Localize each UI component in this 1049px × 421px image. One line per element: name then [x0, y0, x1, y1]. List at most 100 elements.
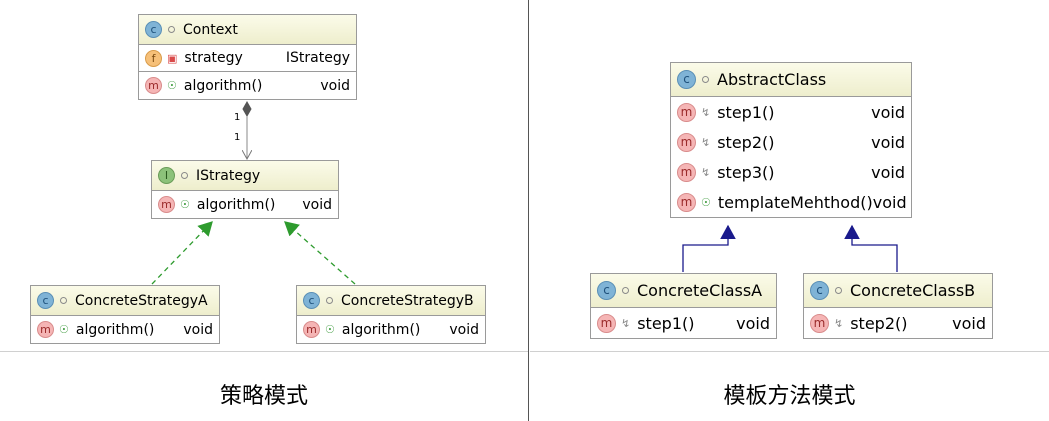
method-type: void: [183, 321, 213, 338]
field-row: f ▣ strategy IStrategy: [139, 45, 356, 72]
template-method-pattern-panel: c AbstractClass m ↯ step1() void m ↯ ste…: [530, 0, 1049, 421]
c-class-icon: c: [677, 70, 696, 89]
interface-name: IStrategy: [196, 167, 261, 184]
method-name: algorithm(): [341, 321, 421, 338]
template-method-caption: 模板方法模式: [723, 384, 856, 409]
visibility-dot-icon: [702, 76, 709, 83]
method-name: algorithm(): [183, 77, 263, 94]
method-name: step3(): [717, 162, 775, 182]
class-name: ConcreteStrategyB: [341, 292, 474, 309]
realization-arrow-b: [284, 221, 356, 285]
strategy-caption: 策略模式: [219, 384, 308, 409]
method-type: void: [871, 162, 905, 182]
method-row: m ☉ algorithm() void: [139, 72, 356, 99]
grey-key-icon: ↯: [701, 165, 711, 179]
visibility-dot-icon: [622, 287, 629, 294]
green-unlock-icon: ☉: [167, 79, 177, 92]
method-type: void: [449, 321, 479, 338]
istrategy-header: I IStrategy: [152, 161, 338, 191]
method-name: algorithm(): [196, 196, 276, 213]
class-name: Context: [183, 21, 238, 38]
m-method-icon: m: [810, 313, 829, 333]
method-type: void: [952, 313, 986, 333]
grey-key-icon: ↯: [834, 316, 844, 330]
grey-key-icon: ↯: [701, 105, 711, 119]
method-name: templateMehthod(): [717, 192, 873, 212]
inheritance-arrow-a: [682, 224, 736, 272]
concrete-class-a-box[interactable]: c ConcreteClassA m ↯ step1() void: [590, 273, 777, 339]
template-connectors: [682, 224, 898, 272]
class-name: ConcreteStrategyA: [75, 292, 208, 309]
visibility-dot-icon: [835, 287, 842, 294]
i-interface-icon: I: [158, 167, 175, 184]
method-name: step1(): [717, 102, 775, 122]
c-class-icon: c: [597, 281, 616, 300]
concrete-strategy-b-box[interactable]: c ConcreteStrategyB m ☉ algorithm() void: [296, 285, 486, 344]
method-row: m ↯ step2() void: [804, 308, 992, 338]
visibility-dot-icon: [181, 172, 188, 179]
method-row: m ↯ step1() void: [591, 308, 776, 338]
green-unlock-icon: ☉: [180, 198, 190, 211]
m-method-icon: m: [37, 321, 54, 338]
method-name: step2(): [717, 132, 775, 152]
m-method-icon: m: [677, 162, 696, 182]
context-class-box[interactable]: c Context f ▣ strategy IStrategy m ☉ alg…: [138, 14, 357, 100]
caption-divider: [0, 351, 528, 352]
c-class-icon: c: [810, 281, 829, 300]
visibility-dot-icon: [326, 297, 333, 304]
method-row: m ↯ step2() void: [671, 127, 911, 157]
concrete-strategy-b-header: c ConcreteStrategyB: [297, 286, 485, 316]
method-name: step1(): [637, 313, 695, 333]
m-method-icon: m: [303, 321, 320, 338]
method-type: void: [302, 196, 332, 213]
istrategy-interface-box[interactable]: I IStrategy m ☉ algorithm() void: [151, 160, 339, 219]
method-type: void: [872, 192, 907, 212]
context-class-header: c Context: [139, 15, 356, 45]
method-row: m ☉ algorithm() void: [152, 191, 338, 218]
c-class-icon: c: [37, 292, 54, 309]
strategy-connectors: [151, 100, 356, 285]
m-method-icon: m: [677, 102, 696, 122]
grey-key-icon: ↯: [621, 316, 631, 330]
m-method-icon: m: [145, 77, 162, 94]
green-unlock-icon: ☉: [59, 323, 69, 336]
f-field-icon: f: [145, 49, 162, 67]
c-class-icon: c: [303, 292, 320, 309]
field-type: IStrategy: [285, 50, 350, 66]
concrete-strategy-a-box[interactable]: c ConcreteStrategyA m ☉ algorithm() void: [30, 285, 220, 344]
visibility-dot-icon: [168, 26, 175, 33]
method-row: m ☉ templateMehthod() void: [671, 187, 911, 217]
method-name: algorithm(): [75, 321, 155, 338]
concrete-strategy-a-header: c ConcreteStrategyA: [31, 286, 219, 316]
method-row: m ↯ step3() void: [671, 157, 911, 187]
panel-divider: [528, 0, 529, 421]
m-method-icon: m: [597, 313, 616, 333]
red-lock-icon: ▣: [167, 51, 178, 65]
class-name: ConcreteClassB: [850, 281, 976, 300]
inheritance-arrow-b: [844, 224, 898, 272]
grey-key-icon: ↯: [701, 135, 711, 149]
source-multiplicity: 1: [234, 112, 241, 123]
target-multiplicity: 1: [234, 132, 241, 143]
method-row: m ☉ algorithm() void: [31, 316, 219, 343]
m-method-icon: m: [677, 132, 696, 152]
method-type: void: [871, 102, 905, 122]
method-row: m ↯ step1() void: [671, 97, 911, 127]
realization-arrow-a: [151, 221, 213, 285]
c-class-icon: c: [145, 21, 162, 38]
class-name: ConcreteClassA: [637, 281, 763, 300]
concrete-class-b-header: c ConcreteClassB: [804, 274, 992, 308]
abstract-class-header: c AbstractClass: [671, 63, 911, 97]
caption-divider: [530, 351, 1049, 352]
method-row: m ☉ algorithm() void: [297, 316, 485, 343]
field-name: strategy: [184, 50, 243, 66]
composition-diamond: [242, 100, 252, 118]
method-name: step2(): [850, 313, 908, 333]
m-method-icon: m: [677, 192, 696, 212]
method-type: void: [320, 77, 350, 94]
concrete-class-a-header: c ConcreteClassA: [591, 274, 776, 308]
concrete-class-b-box[interactable]: c ConcreteClassB m ↯ step2() void: [803, 273, 993, 339]
green-unlock-icon: ☉: [325, 323, 335, 336]
abstract-class-box[interactable]: c AbstractClass m ↯ step1() void m ↯ ste…: [670, 62, 912, 218]
method-type: void: [871, 132, 905, 152]
